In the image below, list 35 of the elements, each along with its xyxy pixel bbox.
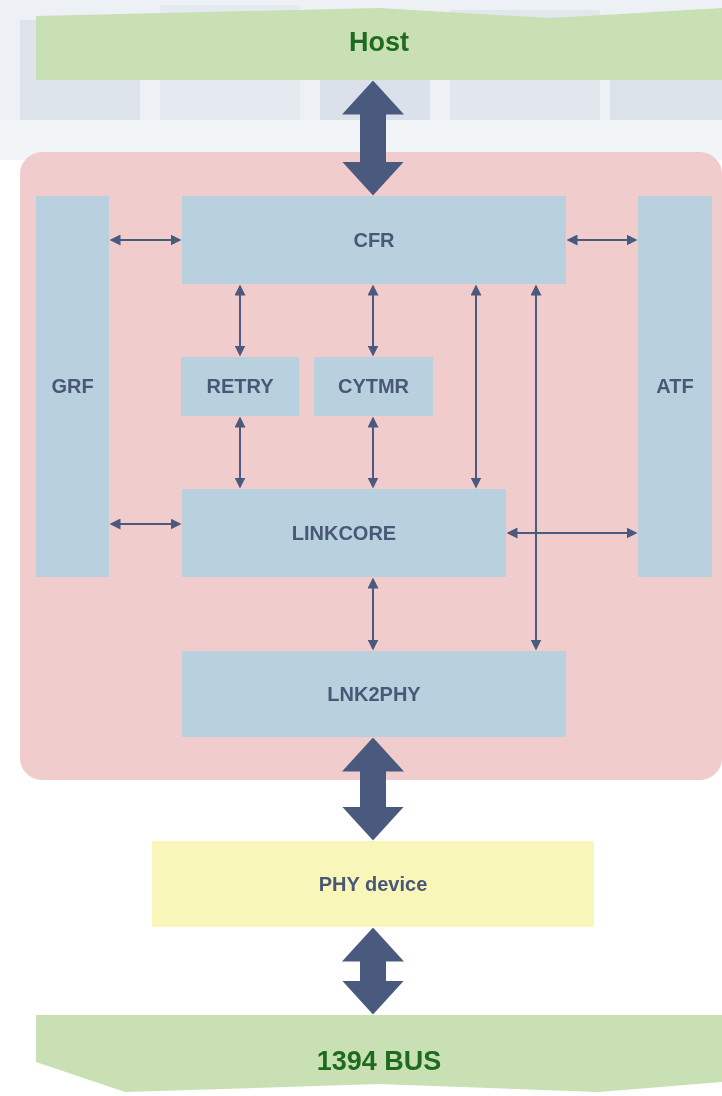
block-box bbox=[638, 196, 712, 577]
double-arrow bbox=[530, 284, 542, 651]
double-arrow bbox=[470, 284, 482, 489]
block-label: 1394 BUS bbox=[316, 1046, 442, 1077]
block-label: Host bbox=[349, 26, 409, 58]
double-arrow bbox=[566, 234, 638, 246]
block-box bbox=[182, 489, 506, 577]
block-label: LNK2PHY bbox=[327, 682, 421, 706]
block-box bbox=[181, 357, 299, 416]
double-arrow bbox=[367, 284, 379, 357]
double-arrow bbox=[342, 80, 404, 196]
block-box bbox=[314, 357, 433, 416]
block-label: GRF bbox=[51, 375, 94, 398]
double-arrow bbox=[342, 927, 404, 1015]
double-arrow bbox=[342, 737, 404, 841]
block-label: ATF bbox=[656, 375, 694, 398]
block-label: LINKCORE bbox=[291, 521, 397, 545]
block-box bbox=[182, 651, 566, 737]
block-box bbox=[182, 196, 566, 284]
double-arrow bbox=[234, 284, 246, 357]
device-box bbox=[152, 841, 594, 927]
host-band bbox=[36, 8, 722, 80]
block-label: PHY device bbox=[318, 872, 428, 896]
block-label: RETRY bbox=[206, 375, 274, 398]
double-arrow bbox=[109, 234, 182, 246]
double-arrow bbox=[234, 416, 246, 489]
bus-band bbox=[36, 1015, 722, 1092]
block-label: CYTMR bbox=[337, 375, 410, 398]
double-arrow bbox=[367, 577, 379, 651]
module-container bbox=[20, 152, 722, 780]
block-box bbox=[36, 196, 109, 577]
block-label: CFR bbox=[353, 228, 395, 252]
double-arrow bbox=[109, 518, 182, 530]
double-arrow bbox=[506, 527, 638, 539]
double-arrow bbox=[367, 416, 379, 489]
